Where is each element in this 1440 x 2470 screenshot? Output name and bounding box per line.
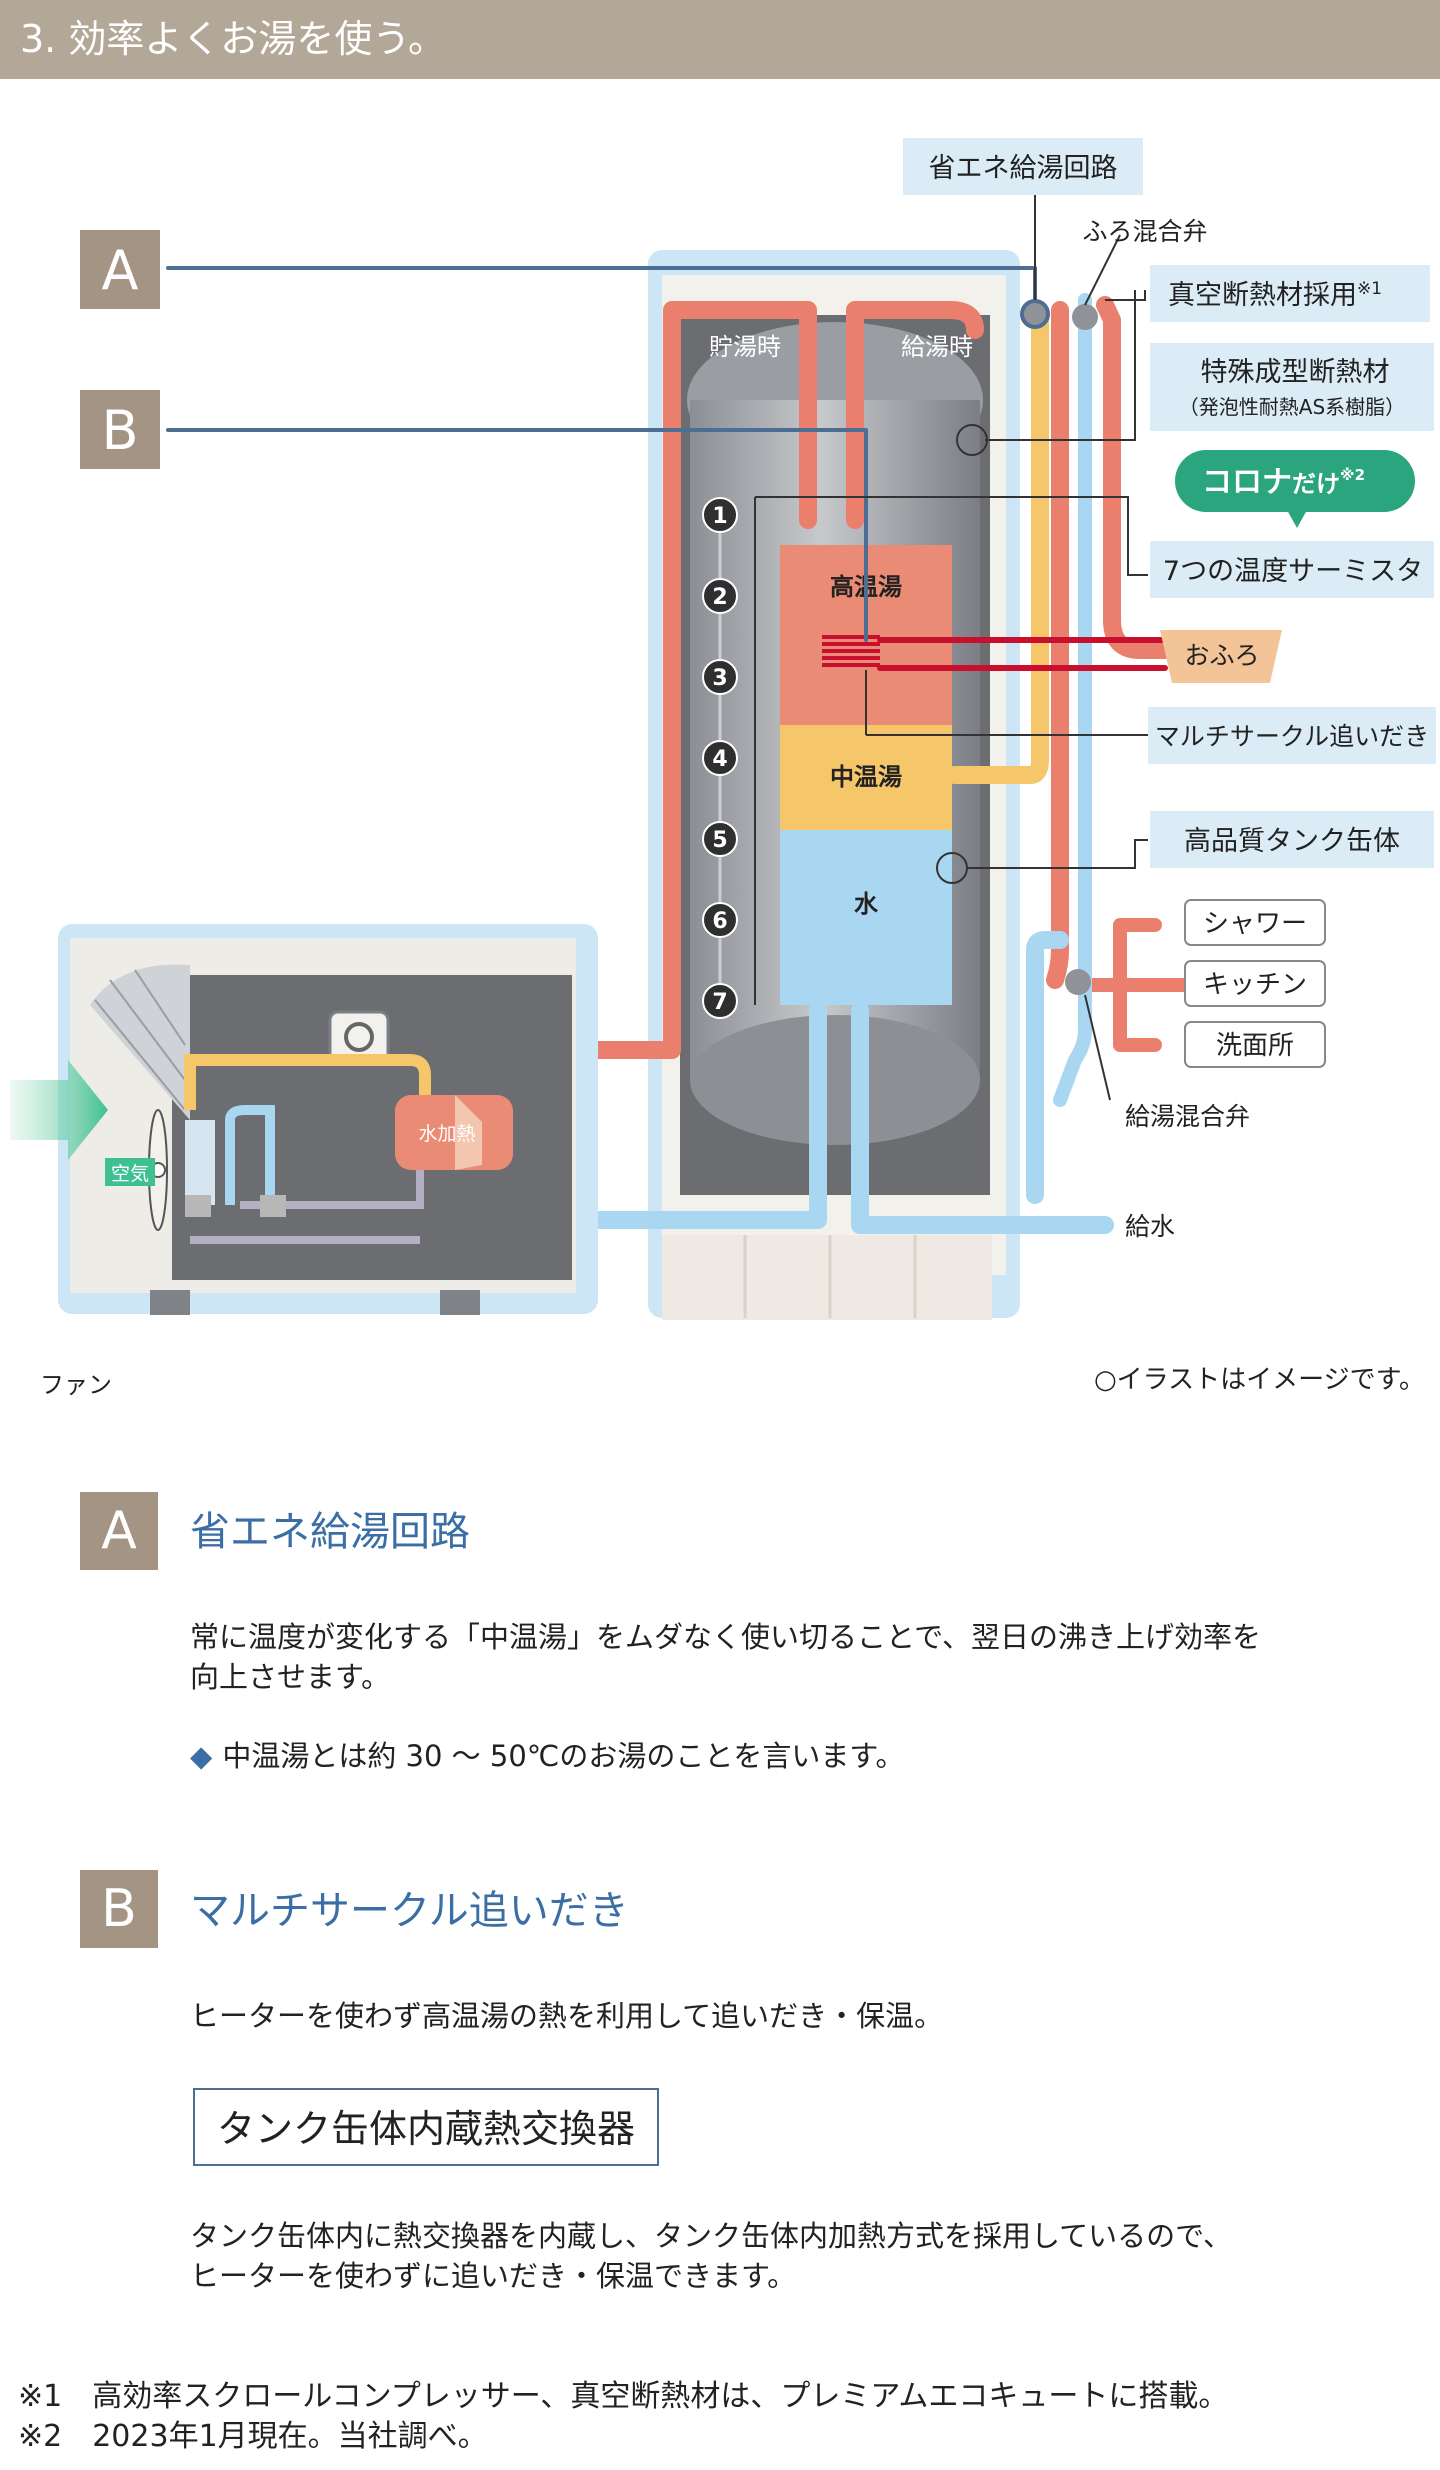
label-special-insulation-sub: （発泡性耐熱AS系樹脂） [1179,395,1405,419]
outlet-washroom: 洗面所 [1184,1021,1326,1068]
section-a-bullet: ◆ 中温湯とは約 30 ～ 50℃のお湯のことを言います。 [190,1736,904,1776]
sensor-marker [702,983,738,1019]
cold-pipe-supply [851,1001,1114,1234]
corona-only-badge: コロナだけ※2 [1175,450,1415,528]
hot-pipe-supply-right [1046,301,1069,989]
supply-mix-valve [1065,969,1091,995]
sensor-marker [702,740,738,776]
label-vacuum: 真空断熱材採用※1 [1168,279,1382,311]
section-b-box: タンク缶体内蔵熱交換器 [193,2088,660,2166]
svg-text:A: A [102,239,139,302]
sensor-number: 2 [712,585,727,610]
svg-text:シャワー: シャワー [1203,909,1307,939]
section-b-text-3: ヒーターを使わずに追いだき・保温できます。 [190,2259,797,2293]
air-label: 空気 [111,1163,149,1185]
outlet-kitchen: キッチン [1184,960,1326,1007]
cold-water-label: 水 [854,890,879,918]
section-a-badge: A [80,1492,158,1570]
svg-text:B: B [101,399,138,462]
outlet-shower: シャワー [1184,899,1326,946]
label-fan: ファン [40,1371,112,1399]
svg-text:キッチン: キッチン [1203,970,1307,1000]
label-supplying: 給湯時 [901,333,973,361]
section-b-text-2: タンク缶体内に熱交換器を内蔵し、タンク缶体内加熱方式を採用しているので、 [190,2219,1232,2253]
sensor-number: 3 [712,666,727,691]
section-b-badge: B [80,1870,158,1948]
sensor-marker [702,497,738,533]
label-thermistor: 7つの温度サーミスタ [1163,556,1423,587]
section-a-text-2: 向上させます。 [190,1660,391,1694]
label-bath-valve: ふろ混合弁 [1082,217,1207,246]
hot-pipe-to-outlets [1068,918,1192,1052]
label-storing: 貯湯時 [709,333,781,361]
sensor-number: 7 [712,990,727,1015]
hot-pipe-storing [473,301,817,1059]
mid-water-layer [780,725,952,830]
badge-b: B [80,390,160,469]
sensor-number: 4 [712,747,727,772]
label-multi-circle: マルチサークル追いだき [1155,722,1429,751]
badge-a: A [80,230,160,309]
thermistor-sensors: 1 2 3 4 5 6 7 [702,497,738,1019]
water-heater-block [395,1095,513,1170]
section-b-text: ヒーターを使わず高温湯の熱を利用して追いだき・保温。 [190,1999,944,2033]
hot-pipe-supplying [846,301,984,529]
cold-pipe-right [1053,293,1092,1107]
illustration-note: ○イラストはイメージです。 [1094,1365,1425,1395]
bath-tub: おふろ [1160,630,1282,683]
air-inflow-arrow [10,1060,108,1160]
sensor-marker [702,659,738,695]
heat-pump-unit: 水加熱 空気 [10,924,598,1315]
pipes [166,266,1192,1234]
sensor-marker [702,902,738,938]
svg-text:コロナだけ※2: コロナだけ※2 [1202,465,1365,500]
bath-mix-valve [1072,304,1098,330]
section-a-bullet-text: 中温湯とは約 30 ～ 50℃のお湯のことを言います。 [222,1739,905,1773]
footnote-1: ※1 高効率スクロールコンプレッサー、真空断熱材は、プレミアムエコキュートに搭載… [18,2379,1229,2414]
page-header: 3. 効率よくお湯を使う。 [0,0,1440,79]
footnote-2: ※2 2023年1月現在。当社調べ。 [18,2419,488,2454]
section-b-title: マルチサークル追いだき [190,1888,629,1934]
circuit-valve [1020,299,1050,329]
label-water-supply: 給水 [1125,1212,1175,1241]
sensor-number: 6 [712,909,727,934]
diamond-icon: ◆ [190,1739,213,1773]
section-a-title: 省エネ給湯回路 [190,1509,470,1555]
sensor-number: 1 [712,504,727,529]
sensor-marker [702,821,738,857]
heat-exchanger-coil [822,635,880,667]
sensor-marker [702,578,738,614]
label-circuit: 省エネ給湯回路 [929,153,1118,184]
section-a-text-1: 常に温度が変化する「中温湯」をムダなく使い切ることで、翌日の沸き上げ効率を [190,1620,1261,1654]
mid-water-label: 中温湯 [830,763,902,791]
cold-water-layer [780,830,952,1005]
label-mix-valve: 給湯混合弁 [1125,1102,1250,1131]
label-special-insulation: 特殊成型断熱材 [1201,357,1390,388]
callout-lines [754,190,1148,1101]
sensor-number: 5 [712,828,727,853]
tank-base-panels [662,1235,992,1320]
connector-b [166,428,868,642]
page-title: 3. 効率よくお湯を使う。 [20,17,447,61]
mid-pipe [946,311,1049,784]
svg-text:洗面所: 洗面所 [1216,1031,1294,1061]
cold-pipe-to-mixer [1026,931,1069,1204]
svg-text:おふろ: おふろ [1184,641,1259,670]
label-tank: 高品質タンク缶体 [1184,826,1400,857]
water-heat-label: 水加熱 [418,1123,475,1145]
